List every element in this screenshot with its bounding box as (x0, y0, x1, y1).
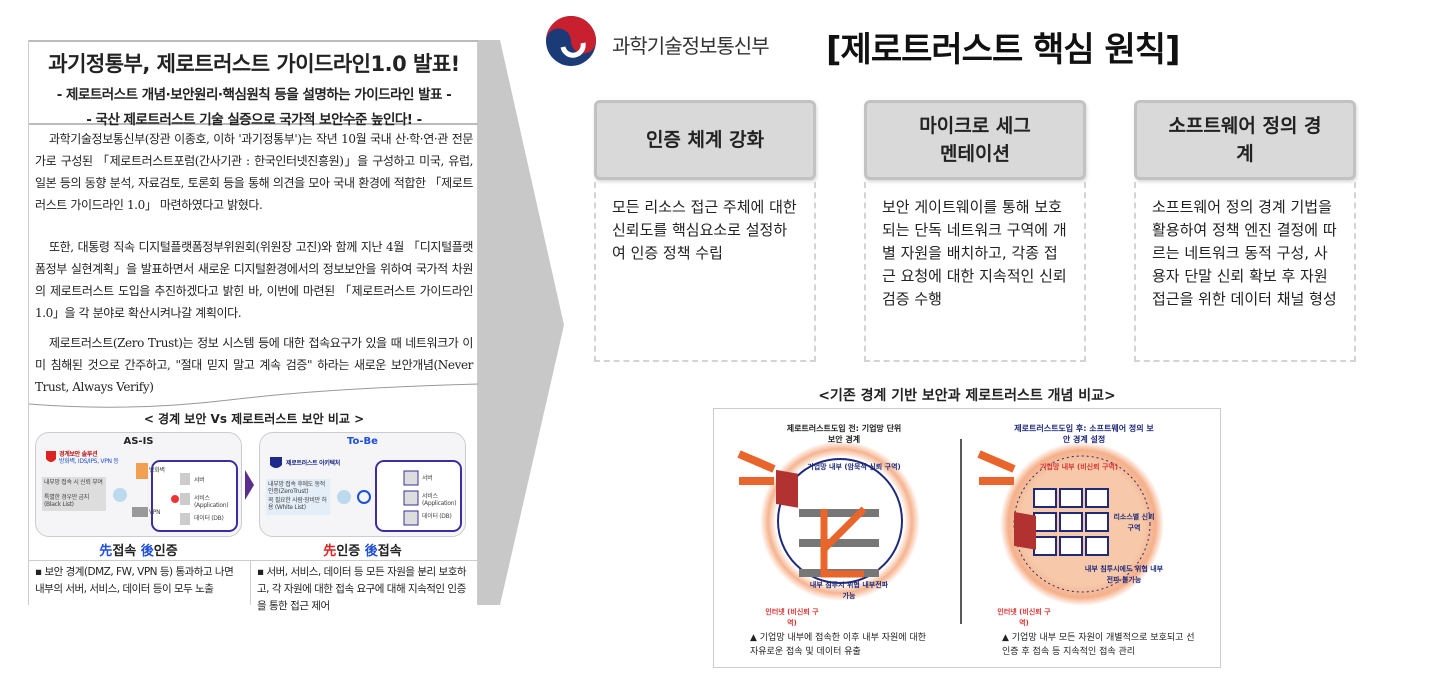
as-is-node-vpn: VPN (149, 509, 161, 516)
after-heading: 제로트러스트도입 후: 소프트웨어 정의 보안 경계 설정 (1014, 424, 1154, 444)
concept-comparison-figure: 제로트러스트도입 전: 기업망 단위 보안 경계 기업망 내부 (암묵적 신뢰 … (713, 408, 1221, 668)
as-is-item-2: 특별한 경우만 금지 (Black List) (44, 494, 89, 508)
vpn-icon (132, 507, 148, 517)
as-is-legend-sub: 방화벽, IDS/IPS, VPN 등 (59, 458, 119, 465)
before-footnote: ▲ 기업망 내부에 접속한 이후 내부 자원에 대한 자유로운 접속 및 데이터… (750, 633, 926, 657)
concept-illustration (737, 439, 1164, 624)
comparison-title: < 경계 보안 Vs 제로트러스트 보안 비교 > (143, 412, 365, 426)
firewall-icon (136, 463, 148, 479)
as-is-node-data: 데이터 (DB) (194, 515, 224, 522)
threat-arrow (737, 450, 776, 473)
magnifier-icon (113, 488, 127, 502)
press-release-subtitle-1: - 제로트러스트 개념·보안원리·핵심원칙 등을 설명하는 가이드라인 발표 - (56, 87, 452, 103)
paragraph-1: 과학기술정보통신부(장관 이종호, 이하 '과기정통부')는 작년 10월 국내… (35, 132, 473, 212)
before-outside-label: 인터넷 (비신뢰 구역) (765, 608, 819, 627)
to-be-node-data: 데이터 (DB) (422, 513, 452, 520)
after-resource-label: 리소스별 신뢰 구역 (1113, 513, 1155, 532)
press-release-title: 과기정통부, 제로트러스트 가이드라인1.0 발표! (48, 52, 460, 76)
paragraph-3-torn: 제로트러스트(Zero Trust)는 정보 시스템 등에 대한 접속요구가 있… (35, 336, 473, 394)
to-be-node-service: 서비스 (Application) (422, 493, 457, 507)
government-emblem-logo (546, 16, 596, 66)
ministry-name: 과학기술정보통신부 (612, 34, 770, 58)
principle-1-body: 모든 리소스 접근 주체에 대한 신뢰도를 핵심요소로 설정하여 인증 정책 수… (594, 182, 816, 362)
to-be-diagram: To-Be 제로트러스트 아키텍처 내부망 접속 후에도 동적 인증(ZeroT… (259, 432, 466, 537)
after-outside-label: 인터넷 (비신뢰 구역) (997, 608, 1051, 627)
as-is-summary: 先접속 後인증 (99, 544, 178, 559)
paragraph-2: 또한, 대통령 직속 디지털플랫폼정부위원회(위원장 고진)와 함께 지난 4월… (35, 240, 473, 320)
page-title: [제로트러스트 핵심 원칙] (826, 30, 1181, 70)
as-is-note: ▪ 보안 경계(DMZ, FW, VPN 등) 통과하고 나면 내부의 서버, … (29, 560, 251, 605)
magnifier-icon (337, 490, 351, 504)
to-be-item-1: 내부망 접속 후에도 동적 인증(ZeroTrust) (268, 481, 326, 495)
gear-icon (357, 490, 371, 504)
before-breach-label: 내부 침투시 위협 내부전파 가능 (809, 581, 889, 600)
to-be-summary: 先인증 後접속 (323, 544, 402, 559)
to-be-network-illustration (266, 457, 462, 532)
as-is-node-firewall: 방화벽 (149, 467, 165, 474)
as-is-diagram: AS-IS 경계보안 솔루션 방화벽, IDS/IPS, VPN 등 내부망 접… (35, 432, 242, 537)
concept-comparison-caption: <기존 경계 기반 보안과 제로트러스트 개념 비교> (818, 388, 1116, 404)
principle-2-body: 보안 게이트웨이를 통해 보호되는 단독 네트워크 구역에 개별 자원을 배치하… (864, 182, 1086, 362)
arrow-right-icon (245, 470, 254, 500)
to-be-legend: 제로트러스트 아키텍처 (286, 460, 340, 467)
press-release-excerpt: 과기정통부, 제로트러스트 가이드라인1.0 발표! - 제로트러스트 개념·보… (28, 40, 479, 612)
threat-arrow (977, 450, 1016, 473)
shield-icon (270, 457, 282, 468)
to-be-node-server: 서버 (422, 475, 433, 482)
before-zone-label: 기업망 내부 (암묵적 신뢰 구역) (807, 463, 901, 471)
chevron-arrow (478, 40, 564, 605)
as-is-item-1: 내부망 접속 시 신뢰 부여 (44, 479, 103, 486)
as-is-node-service: 서비스 (Application) (194, 495, 229, 509)
principle-3-body: 소프트웨어 정의 경계 기법을 활용하여 정책 엔진 결정에 따르는 네트워크 … (1134, 182, 1356, 362)
before-heading: 제로트러스트도입 전: 기업망 단위 보안 경계 (786, 424, 902, 444)
shield-icon (46, 451, 56, 462)
principle-1-title: 인증 체계 강화 (594, 100, 816, 180)
to-be-item-2: 꼭 필요한 사람·장비만 허용 (White List) (268, 497, 327, 511)
principle-2-title: 마이크로 세그멘테이션 (864, 100, 1086, 180)
principle-3-title: 소프트웨어 정의 경계 (1134, 100, 1356, 180)
to-be-note: ▪ 서버, 서비스, 데이터 등 모든 자원을 분리 보호하고, 각 자원에 대… (251, 560, 479, 612)
after-breach-label: 내부 침투시에도 위협 내부전파 불가능 (1084, 565, 1164, 584)
as-is-legend: 경계보안 솔루션 (59, 451, 98, 458)
after-footnote: ▲ 기업망 내부 모든 자원이 개별적으로 보호되고 선인증 후 접속 등 지속… (1002, 633, 1195, 657)
press-release-header: 과기정통부, 제로트러스트 가이드라인1.0 발표! - 제로트러스트 개념·보… (29, 40, 479, 128)
as-is-node-server: 서버 (194, 477, 205, 484)
firewall-icon (776, 469, 798, 508)
torn-edge (29, 383, 479, 408)
press-release-subtitle-2: - 국산 제로트러스트 기술 실증으로 국가적 보안수준 높인다! - (86, 112, 422, 128)
firewall-icon (1014, 511, 1036, 550)
after-zone-label: 기업망 내부 (비신뢰 구역) (1039, 463, 1119, 471)
as-is-network-illustration (42, 451, 238, 532)
